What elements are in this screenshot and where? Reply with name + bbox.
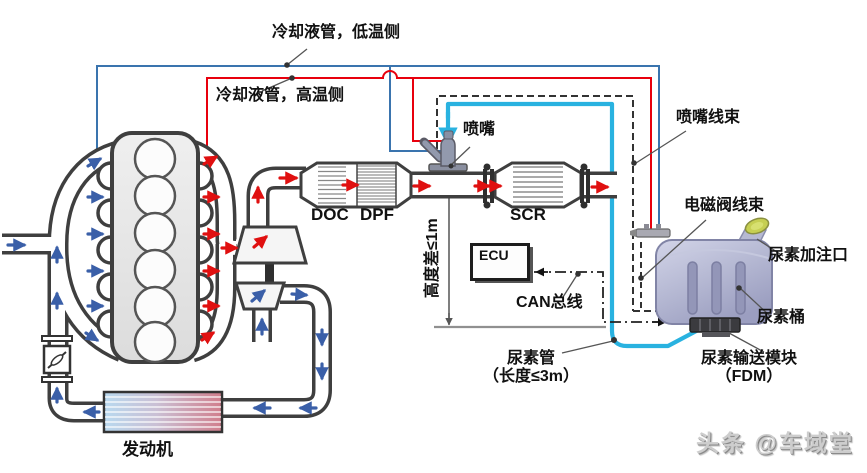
urea-injector-3d (419, 130, 468, 172)
tank-ribs (687, 261, 746, 315)
engine-block (96, 131, 214, 364)
label-doc: DOC (311, 205, 349, 224)
filler-cap (744, 217, 770, 235)
label-coolant-high-side: 冷却液管，高温侧 (216, 87, 345, 104)
label-solenoid-harness: 电磁阀线束 (684, 197, 765, 214)
label-urea-delivery-module: 尿素输送模块 （FDM） (688, 350, 810, 387)
label-nozzle: 喷嘴 (463, 121, 496, 138)
valve-icon (41, 335, 73, 383)
coolant-line-high-temp (206, 70, 652, 231)
label-ecu: ECU (479, 247, 509, 263)
flow-arrows-hot (200, 155, 610, 345)
nozzle-harness-line (436, 95, 695, 312)
label-scr: SCR (510, 205, 546, 224)
label-urea-delivery-module-line1: 尿素输送模块 (700, 350, 797, 367)
radiator (102, 390, 224, 434)
label-urea-pipe-line2: （长度≤3m） (483, 368, 579, 386)
leader-lines (261, 48, 784, 354)
urea-tank-3d (630, 217, 773, 337)
flow-arrows-cold (6, 157, 329, 419)
label-urea-tank: 尿素桶 (757, 309, 806, 326)
label-coolant-low-side: 冷却液管，低温侧 (272, 24, 401, 41)
ecu-box: ECU (470, 243, 530, 281)
cylinders (133, 137, 177, 364)
label-urea-pipe-line1: 尿素管 (506, 350, 555, 367)
scr-unit (493, 161, 583, 209)
label-dpf: DPF (360, 205, 394, 224)
label-urea-pipe: 尿素管 （长度≤3m） (466, 350, 596, 387)
label-can-bus: CAN总线 (516, 294, 583, 311)
exhaust-line (299, 130, 620, 209)
label-nozzle-harness: 喷嘴线束 (676, 109, 741, 126)
watermark: 头条 @车域堂 (696, 430, 854, 456)
label-height-difference: 高度差≤1m (423, 218, 441, 299)
tank-coolant-fitting (635, 228, 671, 238)
label-urea-filling-port: 尿素加注口 (768, 247, 849, 264)
fdm-module (689, 317, 741, 337)
label-engine: 发动机 (122, 440, 173, 459)
label-urea-delivery-module-line2: （FDM） (715, 368, 783, 386)
